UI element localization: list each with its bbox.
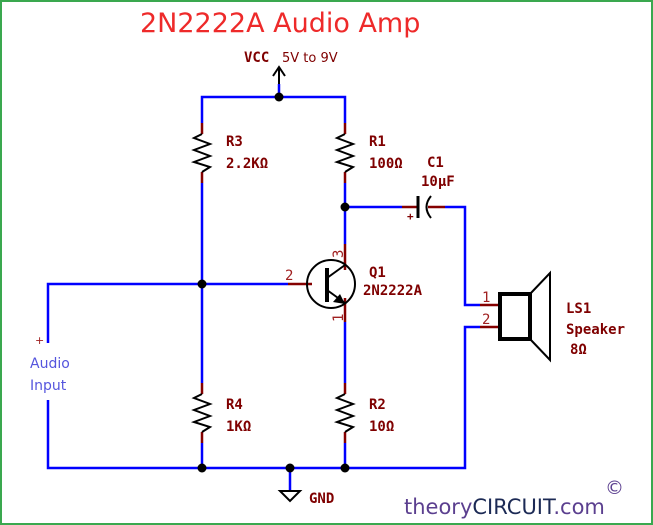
speaker-cone-icon	[529, 270, 551, 363]
ground-icon	[277, 490, 303, 503]
transistor-q1: 2 3 1 Q1 2N2222A	[285, 244, 423, 322]
emitter-arrow-icon	[333, 294, 345, 304]
brand-text: theoryCIRCUIT.com	[404, 495, 605, 519]
input-label-line1: Audio	[30, 356, 70, 372]
r1-ref: R1	[369, 134, 386, 150]
resistor-icon	[333, 133, 356, 173]
junction-dot	[285, 463, 295, 473]
transistor-body-icon	[306, 259, 356, 309]
q1-pin-collector: 3	[331, 250, 347, 258]
capacitor-c1: + C1 10µF	[402, 155, 455, 223]
capacitor-curved-plate-icon	[425, 195, 432, 219]
input-label-line2: Input	[30, 378, 67, 394]
ls1-pin-1: 1	[482, 290, 490, 306]
ground-symbol: GND	[277, 490, 334, 507]
r1-value: 100Ω	[369, 156, 403, 172]
r2-ref: R2	[369, 397, 386, 413]
c1-polarity: +	[407, 210, 414, 223]
resistor-r4: R4 1KΩ	[190, 383, 251, 443]
vcc-range-label: 5V to 9V	[282, 51, 338, 66]
ls1-impedance: 8Ω	[570, 342, 587, 358]
c1-value: 10µF	[421, 174, 455, 190]
wire-top-rail	[200, 95, 347, 123]
transistor-collector-line	[326, 264, 346, 279]
junction-dot	[197, 463, 207, 473]
r4-ref: R4	[226, 397, 243, 413]
resistor-icon	[190, 133, 213, 173]
junction-dot	[197, 279, 207, 289]
input-polarity: +	[35, 334, 44, 347]
r2-value: 10Ω	[369, 419, 394, 435]
brand-com: .com	[553, 495, 605, 519]
speaker-ls1: 1 2 LS1 Speaker 8Ω	[480, 270, 625, 363]
r3-value: 2.2KΩ	[226, 156, 268, 172]
q1-pin-emitter: 1	[331, 314, 347, 322]
brand-circuit: CIRCUIT	[472, 495, 556, 519]
resistor-r1: R1 100Ω	[333, 123, 403, 183]
ls1-pin-2: 2	[482, 312, 490, 328]
junction-dot	[340, 463, 350, 473]
junction-dot	[274, 92, 284, 102]
c1-ref: C1	[427, 155, 444, 171]
junction-dot	[340, 202, 350, 212]
resistor-icon	[190, 393, 213, 433]
vcc-power-symbol: VCC 5V to 9V	[244, 50, 338, 97]
resistor-r2: R2 10Ω	[333, 383, 394, 443]
brand-theory: theory	[404, 495, 472, 519]
wires	[46, 84, 480, 490]
audio-input: + Audio Input	[30, 334, 70, 394]
r4-value: 1KΩ	[226, 419, 251, 435]
vcc-label: VCC	[244, 50, 269, 66]
q1-ref: Q1	[369, 265, 386, 281]
speaker-magnet-icon	[498, 292, 532, 341]
wire-ground-rail	[46, 325, 480, 470]
wire-input-to-base	[46, 282, 288, 343]
q1-pin-base: 2	[285, 268, 293, 284]
gnd-label: GND	[309, 491, 334, 507]
resistor-icon	[333, 393, 356, 433]
diagram-title: 2N2222A Audio Amp	[140, 8, 420, 39]
resistor-r3: R3 2.2KΩ	[190, 123, 268, 183]
wire-c1-to-speaker	[445, 205, 480, 307]
brand-watermark: theoryCIRCUIT.com ©	[404, 477, 624, 519]
ls1-ref: LS1	[566, 301, 591, 317]
copyright-icon: ©	[605, 477, 624, 499]
junctions	[197, 92, 350, 473]
r3-ref: R3	[226, 134, 243, 150]
q1-value: 2N2222A	[363, 283, 423, 299]
ls1-value: Speaker	[566, 322, 625, 338]
